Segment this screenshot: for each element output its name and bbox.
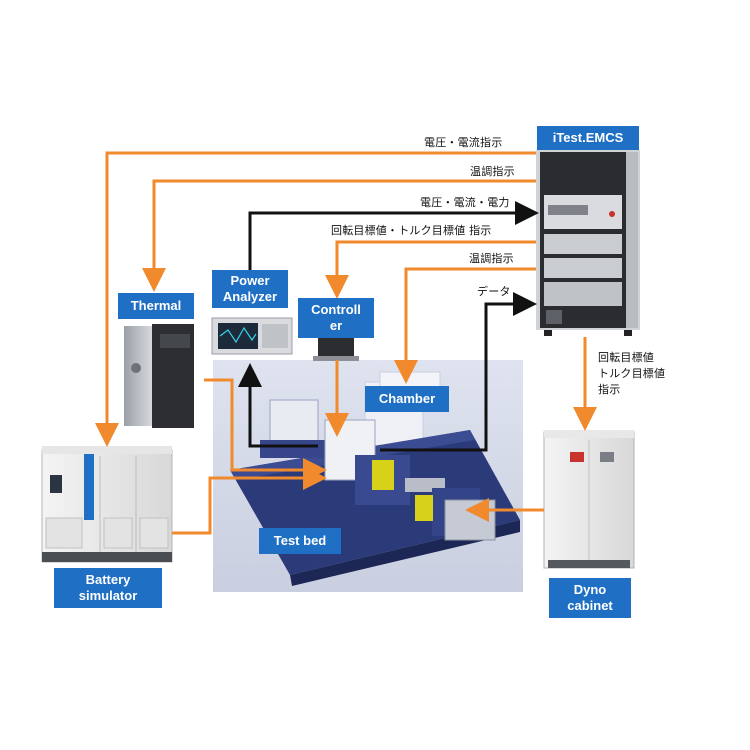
signal-voltage-current-power: 電圧・電流・電力	[420, 196, 510, 209]
power-analyzer-image	[211, 317, 293, 355]
controller-laptop-image	[313, 336, 359, 361]
thermal-unit-image	[124, 324, 194, 428]
signal-dyno-command: 回転目標値 トルク目標値 指示	[598, 351, 666, 396]
arrow-temp-command-chamber	[394, 267, 536, 384]
thermal-label: Thermal	[118, 293, 194, 319]
chamber-label: Chamber	[365, 386, 449, 412]
signal-data: データ	[477, 285, 511, 298]
battery-simulator-label: Battery simulator	[54, 568, 162, 608]
arrow-voltage-current-command	[95, 151, 536, 447]
battery-simulator-image	[41, 446, 173, 563]
signal-voltage-current-command: 電圧・電流指示	[424, 136, 503, 149]
arrow-battery-to-bed	[172, 466, 327, 535]
command-arrows	[95, 151, 597, 535]
test-bed-label: Test bed	[259, 528, 341, 554]
arrow-bed-to-analyzer	[238, 363, 318, 448]
arrow-voltage-current-power	[248, 201, 539, 275]
arrow-data	[380, 292, 537, 452]
controller-label: Controll er	[298, 298, 374, 338]
arrow-speed-torque-command-controller	[325, 240, 536, 299]
emcs-label: iTest.EMCS	[537, 126, 639, 150]
arrow-thermal-to-bed	[204, 378, 327, 482]
signal-temp-command-chamber: 温調指示	[469, 252, 514, 265]
signal-speed-torque-target-command: 回転目標値・トルク目標値 指示	[331, 224, 492, 237]
emcs-rack-image	[536, 150, 640, 336]
power-analyzer-label: Power Analyzer	[212, 270, 288, 308]
dyno-cabinet-label: Dyno cabinet	[549, 578, 631, 618]
dyno-cabinet-image	[543, 430, 635, 569]
arrow-temp-command-thermal	[142, 179, 536, 292]
signal-temp-command-thermal: 温調指示	[470, 165, 515, 178]
data-arrows	[238, 201, 539, 452]
